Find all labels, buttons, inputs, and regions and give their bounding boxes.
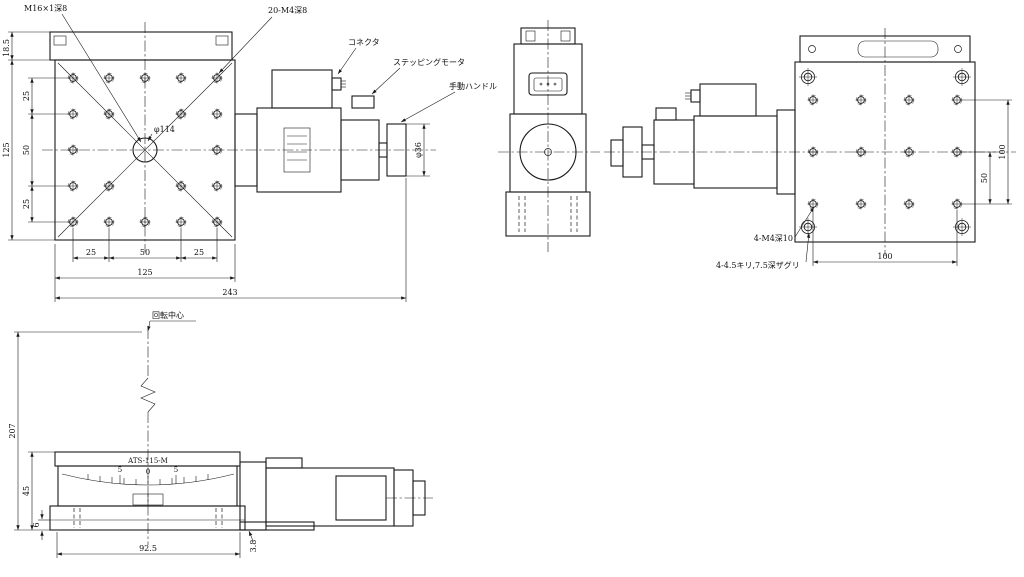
housing-step bbox=[265, 457, 303, 469]
label-model: ATS-115-M bbox=[127, 457, 168, 465]
hole-icon bbox=[211, 108, 223, 120]
dim-25: 25 bbox=[22, 91, 31, 101]
hole-icon bbox=[951, 198, 963, 210]
dim-25: 25 bbox=[194, 248, 204, 257]
hole-icon bbox=[798, 67, 818, 87]
label-rotation-center: 回転中心 bbox=[152, 310, 184, 320]
dim-243: 243 bbox=[222, 288, 237, 297]
leader-line bbox=[147, 320, 151, 332]
leader-line bbox=[147, 133, 153, 142]
hole-icon bbox=[807, 94, 819, 106]
leader-line bbox=[61, 13, 142, 143]
view-side bbox=[498, 20, 600, 252]
label-stepping-motor: ステッピングモータ bbox=[393, 57, 465, 67]
hole-icon bbox=[807, 146, 819, 158]
hole-icon bbox=[952, 67, 972, 87]
manual-handle-knob bbox=[386, 123, 407, 177]
name-plate bbox=[283, 127, 311, 173]
dim-45: 45 bbox=[22, 486, 31, 496]
dim-50: 50 bbox=[980, 173, 989, 183]
hole-icon bbox=[67, 144, 79, 156]
stepping-motor-body bbox=[271, 69, 333, 109]
hole-icon bbox=[175, 216, 187, 228]
dim-6: 6 bbox=[32, 522, 41, 527]
gearbox bbox=[335, 475, 387, 521]
connector bbox=[331, 77, 342, 91]
dim-125-left: 125 bbox=[2, 142, 11, 157]
dim-92-5: 92.5 bbox=[139, 544, 157, 553]
hole-icon bbox=[67, 180, 79, 192]
connector bbox=[690, 89, 701, 103]
scale-number: 5 bbox=[118, 466, 122, 474]
hole-icon bbox=[139, 72, 151, 84]
dim-50: 50 bbox=[22, 145, 31, 155]
hole-icon bbox=[67, 108, 79, 120]
hole-icon bbox=[903, 146, 915, 158]
leader-line bbox=[337, 47, 357, 75]
dim-phi36: φ36 bbox=[414, 142, 423, 158]
top-clamp-bar bbox=[49, 31, 233, 61]
base-block bbox=[505, 191, 591, 237]
view-plan: M16×1深8 20-M4深8 φ114 コネクタ ステッピングモータ 手動ハン… bbox=[2, 4, 497, 302]
hole-icon bbox=[175, 72, 187, 84]
hole-icon bbox=[807, 198, 819, 210]
dim-phi114: φ114 bbox=[154, 125, 175, 134]
handle-cap bbox=[610, 139, 624, 167]
break-symbol bbox=[140, 377, 156, 413]
scale-number: 0 bbox=[146, 468, 150, 476]
dim-100-right: 100 bbox=[998, 144, 1007, 159]
stepping-motor-body bbox=[699, 83, 757, 117]
dim-125-bottom: 125 bbox=[137, 268, 152, 277]
view-rear: 4-M4深10 4-4.5キリ,7.5深ザグリ 50 100 100 bbox=[604, 28, 1016, 270]
label-counterbore: 4-4.5キリ,7.5深ザグリ bbox=[716, 260, 800, 270]
view-front: 回転中心 5 0 5 ATS-115-M bbox=[8, 310, 433, 558]
dim-3-8: 3.8 bbox=[249, 540, 258, 553]
hole-icon bbox=[951, 94, 963, 106]
label-center-thread: M16×1深8 bbox=[24, 4, 67, 13]
hole-icon bbox=[951, 146, 963, 158]
dim-207: 207 bbox=[8, 423, 17, 438]
dim-25: 25 bbox=[86, 248, 96, 257]
hole-icon bbox=[903, 94, 915, 106]
leader-line bbox=[371, 67, 401, 95]
gear-housing bbox=[265, 467, 395, 527]
clamp-slot bbox=[857, 40, 939, 58]
label-manual-handle: 手動ハンドル bbox=[449, 81, 497, 91]
leader-line bbox=[805, 232, 811, 263]
leader-line bbox=[794, 206, 815, 238]
base-block bbox=[49, 505, 246, 531]
hole-icon bbox=[211, 180, 223, 192]
hole-icon bbox=[103, 72, 115, 84]
dim-25: 25 bbox=[22, 199, 31, 209]
label-m4-holes: 4-M4深10 bbox=[754, 234, 793, 243]
hole-icon bbox=[211, 144, 223, 156]
hole-icon bbox=[855, 146, 867, 158]
leader-line bbox=[400, 91, 456, 123]
motor-bracket bbox=[776, 109, 796, 195]
motor-coupling bbox=[655, 107, 677, 121]
diagonal-line bbox=[57, 62, 233, 238]
hole-icon bbox=[903, 198, 915, 210]
leader-line bbox=[218, 16, 273, 74]
dsub-connector bbox=[528, 72, 568, 96]
worm-wheel bbox=[519, 123, 577, 181]
label-connector: コネクタ bbox=[348, 38, 380, 47]
dim-18-5: 18.5 bbox=[2, 39, 11, 57]
motor-coupling bbox=[351, 95, 375, 109]
hole-icon bbox=[139, 216, 151, 228]
center-thread-hole bbox=[132, 137, 158, 163]
hole-icon bbox=[855, 198, 867, 210]
leader-line bbox=[248, 530, 254, 542]
scale-number: 5 bbox=[174, 466, 178, 474]
hole-icon bbox=[855, 94, 867, 106]
dim-100-bottom: 100 bbox=[877, 252, 892, 261]
foot-plate bbox=[239, 521, 315, 531]
hole-icon bbox=[798, 217, 818, 237]
label-plate-holes: 20-M4深8 bbox=[268, 6, 307, 15]
hole-icon bbox=[103, 216, 115, 228]
scale-ticks bbox=[87, 474, 209, 485]
dim-50: 50 bbox=[140, 248, 150, 257]
hole-icon bbox=[952, 217, 972, 237]
